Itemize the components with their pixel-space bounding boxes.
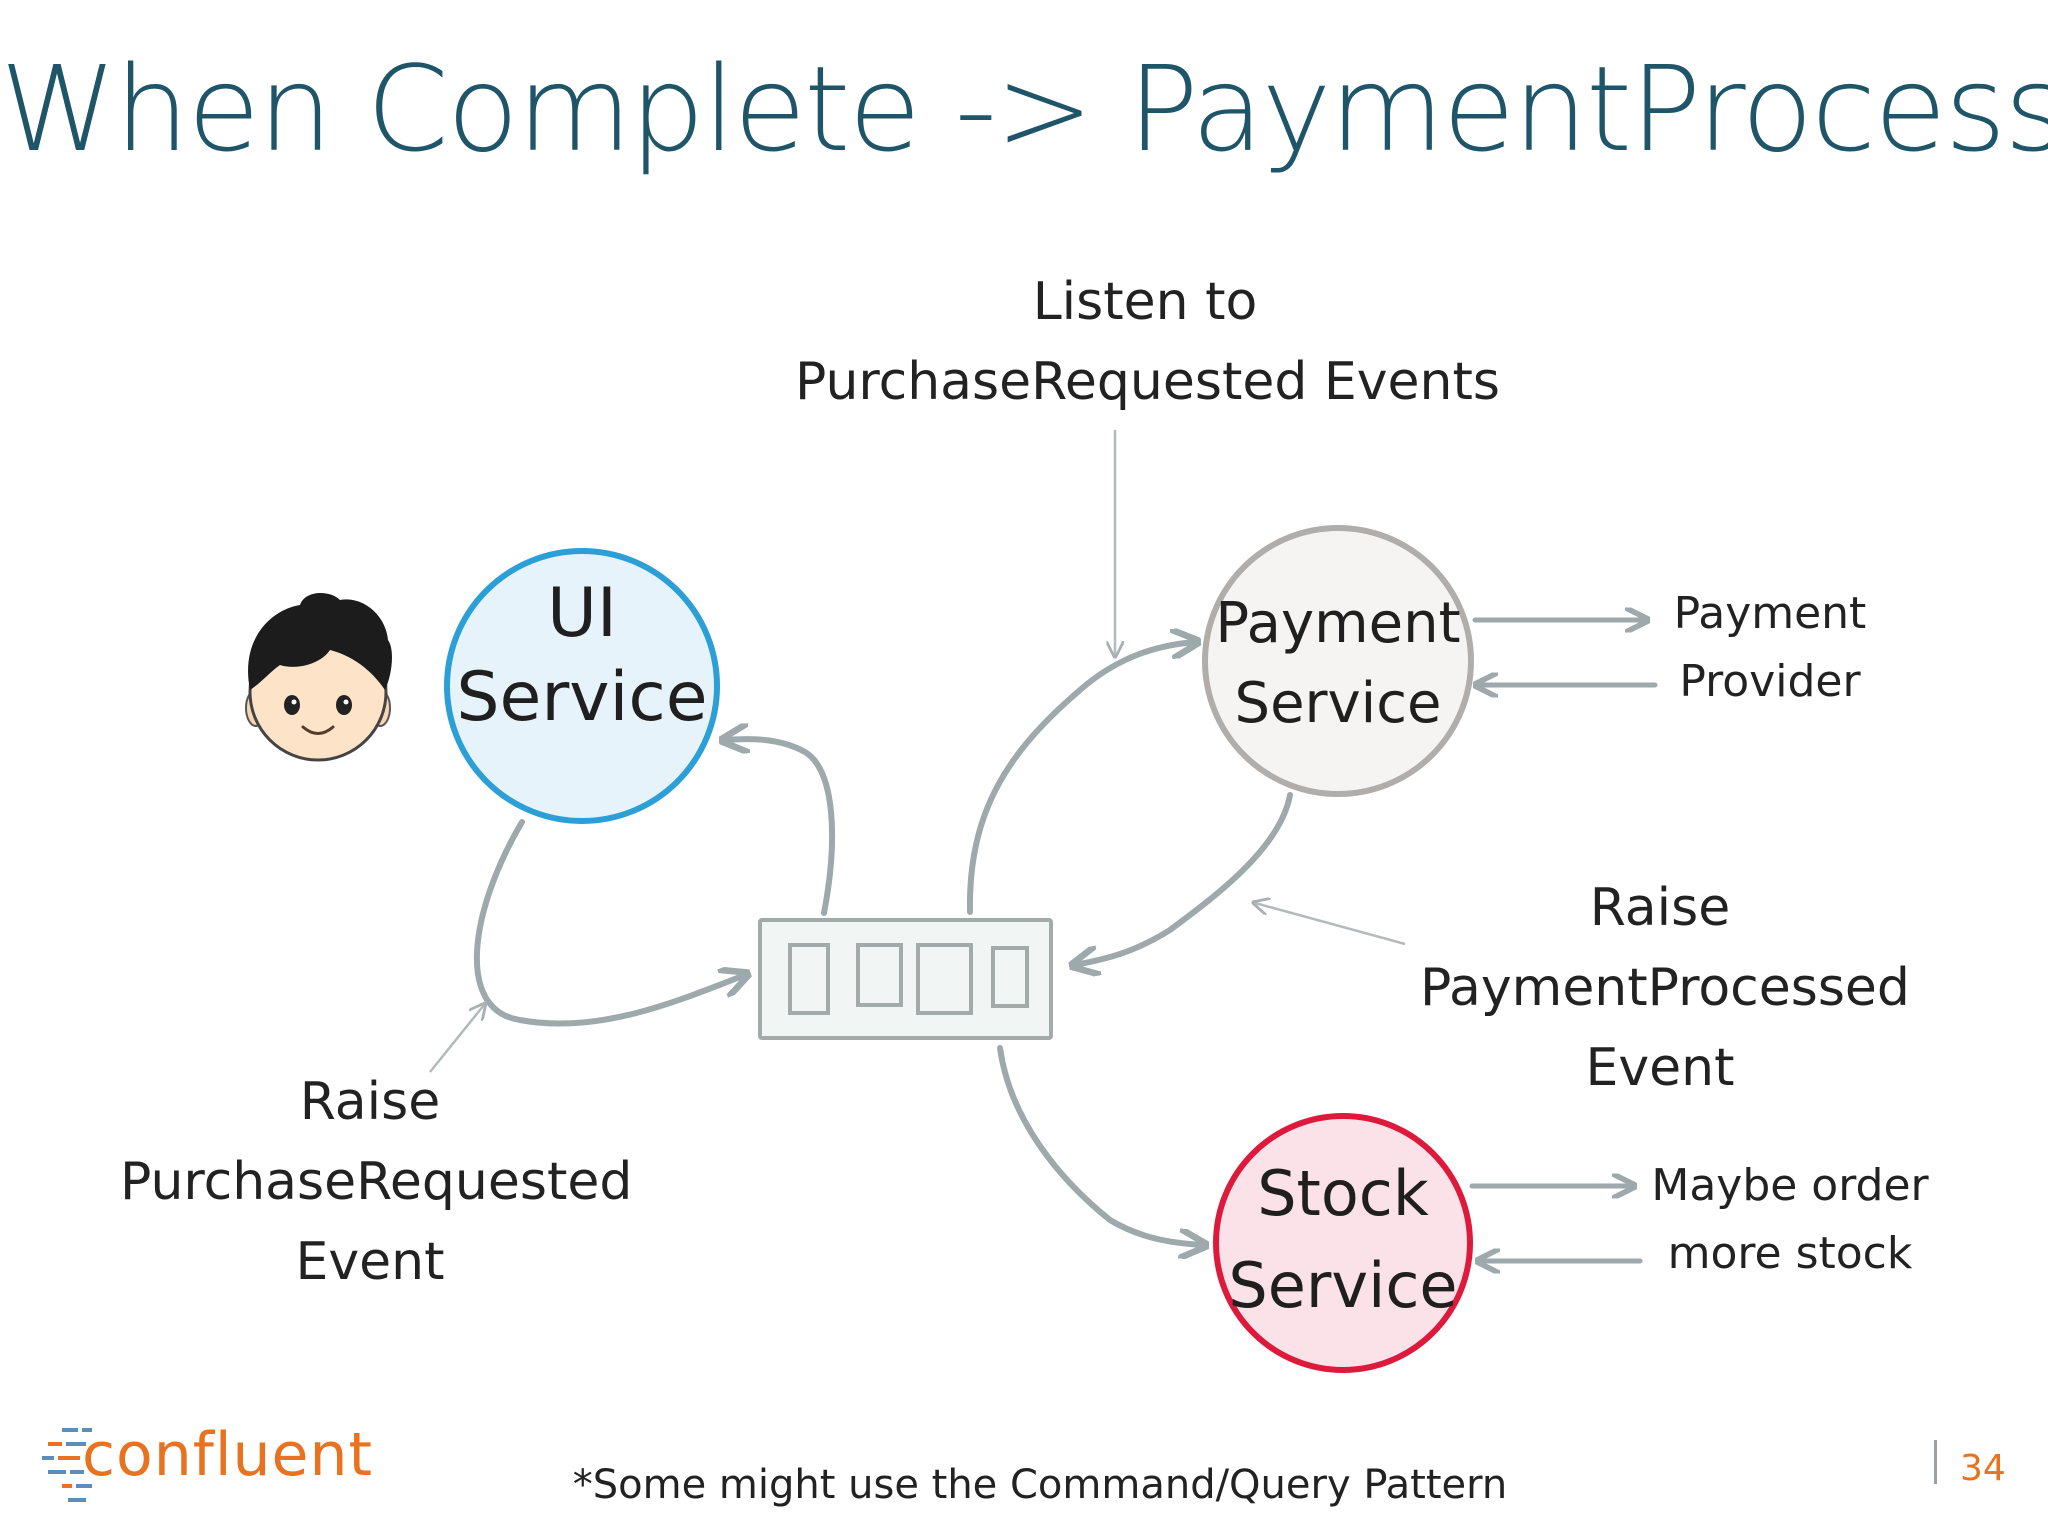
confluent-logo-text: confluent	[82, 1420, 374, 1490]
stock-service-label: Stock Service	[1208, 1148, 1478, 1332]
listen-annotation-line2: PurchaseRequested Events	[795, 352, 1500, 412]
raise-purchase-line3: Event	[295, 1232, 445, 1292]
payment-provider-annotation: Payment Provider	[1660, 580, 1880, 716]
raise-purchase-annotation: Raise PurchaseRequested Event	[120, 1062, 633, 1302]
queue-to-stock-arrow	[997, 1045, 1203, 1245]
raise-payment-annotation: Raise PaymentProcessed Event	[1420, 868, 1910, 1108]
page-number: 34	[1960, 1448, 2006, 1489]
event-log-icon	[758, 918, 1053, 1040]
listen-annotation: Listen to PurchaseRequested Events	[795, 262, 1500, 422]
listen-annotation-line1: Listen to	[1032, 272, 1258, 332]
payment-to-queue-arrow	[1075, 792, 1293, 965]
payment-provider-line1: Payment	[1673, 588, 1867, 639]
ui-service-label-line2: Service	[456, 658, 708, 737]
confluent-logo-mark	[42, 1428, 92, 1502]
stock-service-label-line1: Stock	[1257, 1157, 1429, 1230]
stock-order-annotation: Maybe order more stock	[1650, 1152, 1930, 1288]
raise-purchase-pointer-arrow	[429, 1005, 484, 1073]
raise-payment-line2: PaymentProcessed	[1420, 958, 1910, 1018]
raise-payment-line3: Event	[1585, 1038, 1735, 1098]
footnote: *Some might use the Command/Query Patter…	[572, 1462, 1508, 1508]
stock-order-line2: more stock	[1667, 1228, 1913, 1279]
payment-service-label-line2: Service	[1234, 671, 1442, 736]
ui-service-circle	[444, 548, 720, 824]
stock-order-line1: Maybe order	[1651, 1160, 1929, 1211]
stock-service-circle	[1213, 1113, 1473, 1373]
payment-service-circle	[1202, 525, 1474, 797]
boy-face-icon	[245, 593, 392, 762]
stock-service-label-line2: Service	[1228, 1249, 1458, 1322]
ui-service-label-line1: UI	[547, 574, 617, 653]
page-divider	[1934, 1440, 1937, 1484]
raise-payment-line1: Raise	[1589, 878, 1731, 938]
queue-to-ui-arrow	[725, 739, 836, 916]
slide-title: When Complete -> PaymentProcessed	[0, 40, 2048, 178]
raise-purchase-line1: Raise	[299, 1072, 441, 1132]
payment-provider-line2: Provider	[1679, 656, 1861, 707]
payment-service-label-line1: Payment	[1215, 591, 1461, 656]
payment-service-label: Payment Service	[1198, 584, 1478, 744]
ui-to-queue-arrow	[473, 819, 745, 1027]
raise-purchase-line2: PurchaseRequested	[120, 1152, 633, 1212]
confluent-logo: confluent	[40, 1420, 380, 1510]
raise-payment-pointer-arrow	[1255, 903, 1406, 946]
ui-service-label: UI Service	[452, 572, 712, 740]
queue-to-payment-arrow	[966, 642, 1195, 915]
